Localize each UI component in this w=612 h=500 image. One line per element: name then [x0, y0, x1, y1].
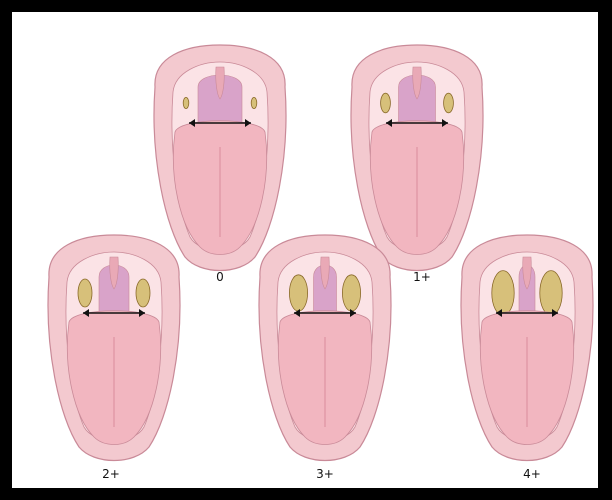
left-tonsil	[78, 279, 92, 307]
grade-label-4: 4+	[512, 467, 552, 481]
left-tonsil	[289, 275, 307, 311]
grade-label-3: 3+	[305, 467, 345, 481]
grade-label-2: 2+	[91, 467, 131, 481]
left-tonsil	[183, 97, 189, 108]
mouth-diagram-grade-3	[250, 227, 400, 467]
grade-label-0: 0	[200, 270, 240, 284]
figure-frame: 0 1+ 2+ 3+ 4+	[12, 12, 598, 488]
right-tonsil	[251, 97, 257, 108]
mouth-diagram-grade-4	[452, 227, 598, 467]
mouth-diagram-grade-2	[39, 227, 189, 467]
right-tonsil	[540, 271, 562, 316]
left-tonsil	[492, 271, 514, 316]
right-tonsil	[444, 93, 454, 113]
right-tonsil	[342, 275, 360, 311]
right-tonsil	[136, 279, 150, 307]
grade-label-1: 1+	[402, 270, 442, 284]
left-tonsil	[381, 93, 391, 113]
